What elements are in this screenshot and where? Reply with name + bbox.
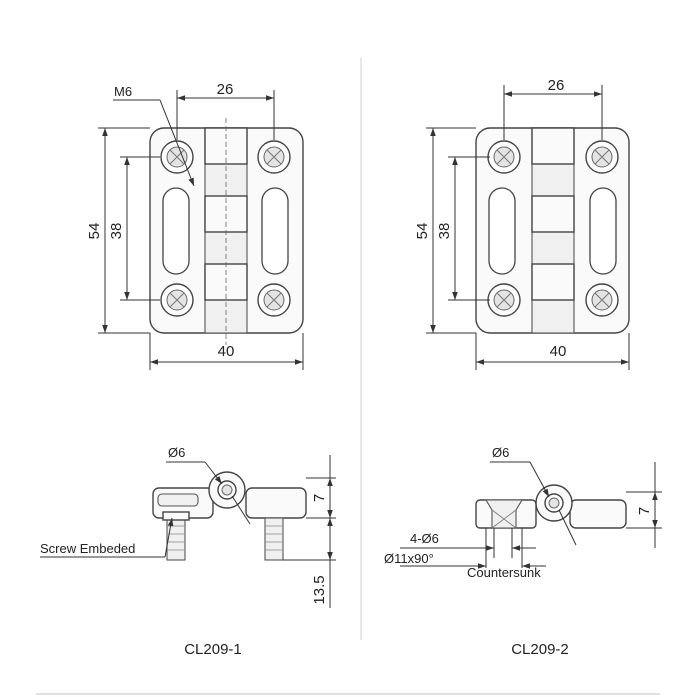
left-hole-tr bbox=[257, 140, 291, 174]
right-hole-tl bbox=[487, 140, 521, 174]
right-countersink-note: Countersunk bbox=[467, 565, 541, 580]
right-hole-bl bbox=[487, 283, 521, 317]
right-slot-a bbox=[488, 187, 516, 275]
right-hole-br bbox=[585, 283, 619, 317]
left-side-leaf-b bbox=[245, 487, 307, 519]
left-screw-a bbox=[166, 517, 186, 561]
left-top-view: 26 M6 54 38 40 bbox=[86, 81, 304, 370]
left-screw-b bbox=[264, 517, 284, 561]
right-countersink-spec: Ø11x90° bbox=[384, 551, 434, 566]
right-dim-width: 40 bbox=[550, 343, 567, 360]
left-slot-b bbox=[261, 187, 289, 275]
left-hole-tl bbox=[160, 140, 194, 174]
caption-left: CL209-1 bbox=[184, 641, 242, 658]
right-hole-tr bbox=[585, 140, 619, 174]
left-dim-screw-length: 13.5 bbox=[311, 575, 328, 604]
left-dim-height: 54 bbox=[86, 223, 103, 240]
left-dim-thickness: 7 bbox=[311, 494, 328, 502]
left-hole-br bbox=[257, 283, 291, 317]
left-dim-slot-length: 38 bbox=[108, 223, 125, 240]
left-dim-width: 40 bbox=[218, 343, 235, 360]
left-slot-a bbox=[162, 187, 190, 275]
left-hole-bl bbox=[160, 283, 194, 317]
right-dim-slot-length: 38 bbox=[436, 223, 453, 240]
right-dim-height: 54 bbox=[414, 223, 431, 240]
left-thread-label: M6 bbox=[114, 84, 132, 99]
right-side-view: Ø6 7 4-Ø6 Ø11x90° Countersunk bbox=[384, 445, 662, 580]
right-side-leaf-b bbox=[569, 499, 627, 529]
right-top-view: 26 54 38 40 bbox=[414, 77, 630, 370]
right-pin-diameter: Ø6 bbox=[492, 445, 509, 460]
right-dim-hole-spacing: 26 bbox=[548, 77, 565, 94]
left-side-view: Ø6 7 13.5 Screw Embeded bbox=[40, 445, 336, 608]
right-hole-note: 4-Ø6 bbox=[410, 531, 439, 546]
right-dim-thickness: 7 bbox=[636, 507, 653, 515]
left-pin-diameter: Ø6 bbox=[168, 445, 185, 460]
left-screw-note: Screw Embeded bbox=[40, 541, 135, 556]
caption-right: CL209-2 bbox=[511, 641, 569, 658]
right-slot-b bbox=[589, 187, 617, 275]
left-dim-hole-spacing: 26 bbox=[217, 81, 234, 98]
